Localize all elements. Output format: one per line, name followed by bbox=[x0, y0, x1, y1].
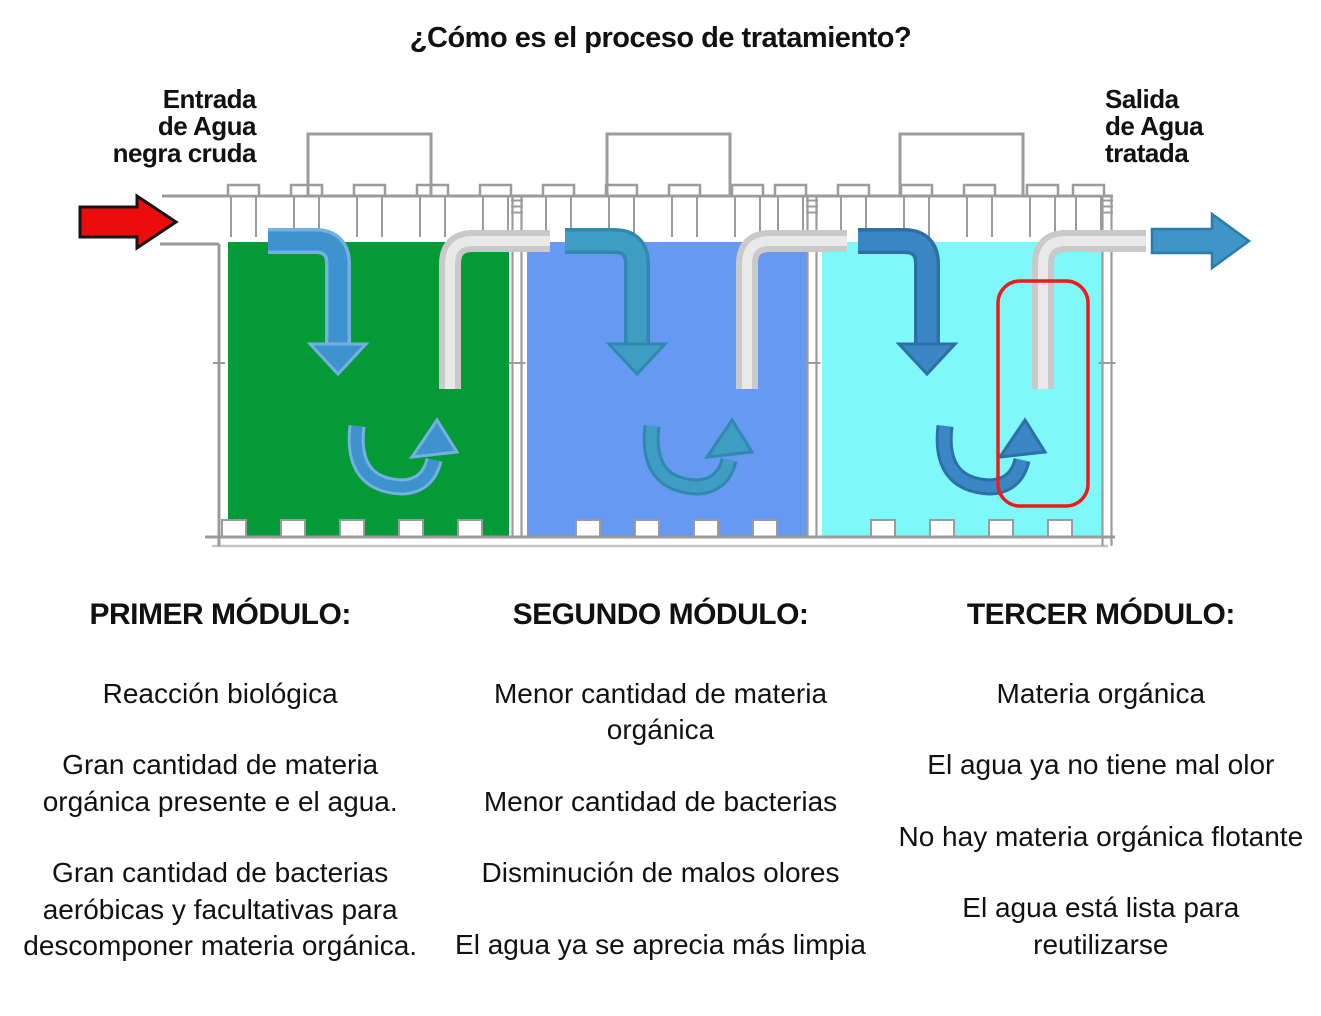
module-1-heading: PRIMER MÓDULO: bbox=[89, 598, 352, 631]
page-title: ¿Cómo es el proceso de tratamiento? bbox=[409, 22, 912, 54]
tank-bottom-teeth bbox=[221, 519, 1073, 538]
module-3-point: Materia orgánica bbox=[996, 678, 1206, 709]
treatment-diagram: Entrada de Agua negra cruda Salida de Ag… bbox=[40, 84, 1321, 548]
module-3-point: El agua está lista para reutilizarse bbox=[962, 892, 1240, 960]
inlet-label-line: Entrada bbox=[162, 84, 257, 114]
tank2-downflow-arrow-icon bbox=[565, 228, 669, 377]
tank3-hatch bbox=[898, 132, 1025, 198]
pipe-tank1-to-tank2 bbox=[439, 230, 550, 389]
tank1-hatch bbox=[306, 132, 433, 198]
tank-lid-notches bbox=[226, 183, 1106, 237]
tank3-water bbox=[822, 242, 1102, 537]
outlet-label: Salida de Agua tratada bbox=[1105, 86, 1321, 167]
module-2-point: El agua ya se aprecia más limpia bbox=[455, 928, 866, 960]
outlet-label-line: Salida bbox=[1105, 84, 1179, 114]
module-2-point: Disminución de malos olores bbox=[481, 857, 840, 889]
module-3-point: El agua ya no tiene mal olor bbox=[927, 749, 1275, 781]
pipe-outlet bbox=[1032, 230, 1146, 389]
inlet-label: Entrada de Agua negra cruda bbox=[40, 84, 257, 168]
tank1-circulation-arrow-icon bbox=[347, 417, 460, 496]
tank-diagram-svg bbox=[78, 132, 1252, 548]
outlet-label-line: tratada bbox=[1105, 138, 1189, 168]
module-descriptions: PRIMER MÓDULO: Reacción biológica Gran c… bbox=[0, 592, 1321, 999]
pipe-tank2-to-tank3 bbox=[736, 230, 847, 389]
tank2-water bbox=[527, 242, 807, 537]
tank2-circulation-arrow-icon bbox=[642, 417, 755, 496]
tank1-water bbox=[228, 242, 509, 537]
tank3-downflow-arrow-icon bbox=[858, 228, 959, 377]
module-2-point: Menor cantidad de bacterias bbox=[483, 785, 838, 817]
tank-divider-walls bbox=[213, 196, 1116, 546]
module-3-heading: TERCER MÓDULO: bbox=[966, 598, 1235, 631]
inlet-arrow-icon bbox=[78, 193, 179, 251]
tank1-downflow-arrow-icon bbox=[268, 228, 370, 377]
inlet-label-line: negra cruda bbox=[112, 138, 257, 168]
module-3-point: No hay materia orgánica flotante bbox=[898, 820, 1304, 852]
module-1-column: PRIMER MÓDULO: Reacción biológica Gran c… bbox=[0, 592, 440, 999]
outlet-label-line: de Agua bbox=[1105, 111, 1204, 141]
module-2-column: SEGUNDO MÓDULO: Menor cantidad de materi… bbox=[440, 592, 880, 999]
outlet-arrow-icon bbox=[1150, 211, 1252, 271]
outlet-zone-highlight-box bbox=[996, 279, 1090, 508]
inlet-label-line: de Agua bbox=[157, 111, 257, 141]
module-1-point: Reacción biológica bbox=[102, 678, 338, 709]
tank3-circulation-arrow-icon bbox=[935, 417, 1048, 496]
module-3-column: TERCER MÓDULO: Materia orgánica El agua … bbox=[881, 592, 1321, 999]
module-1-point: Gran cantidad de materia orgánica presen… bbox=[42, 749, 398, 817]
module-2-point: Menor cantidad de materia orgánica bbox=[493, 678, 828, 746]
module-2-heading: SEGUNDO MÓDULO: bbox=[512, 598, 809, 631]
tank2-hatch bbox=[605, 132, 732, 198]
module-1-point: Gran cantidad de bacterias aeróbicas y f… bbox=[23, 857, 418, 961]
